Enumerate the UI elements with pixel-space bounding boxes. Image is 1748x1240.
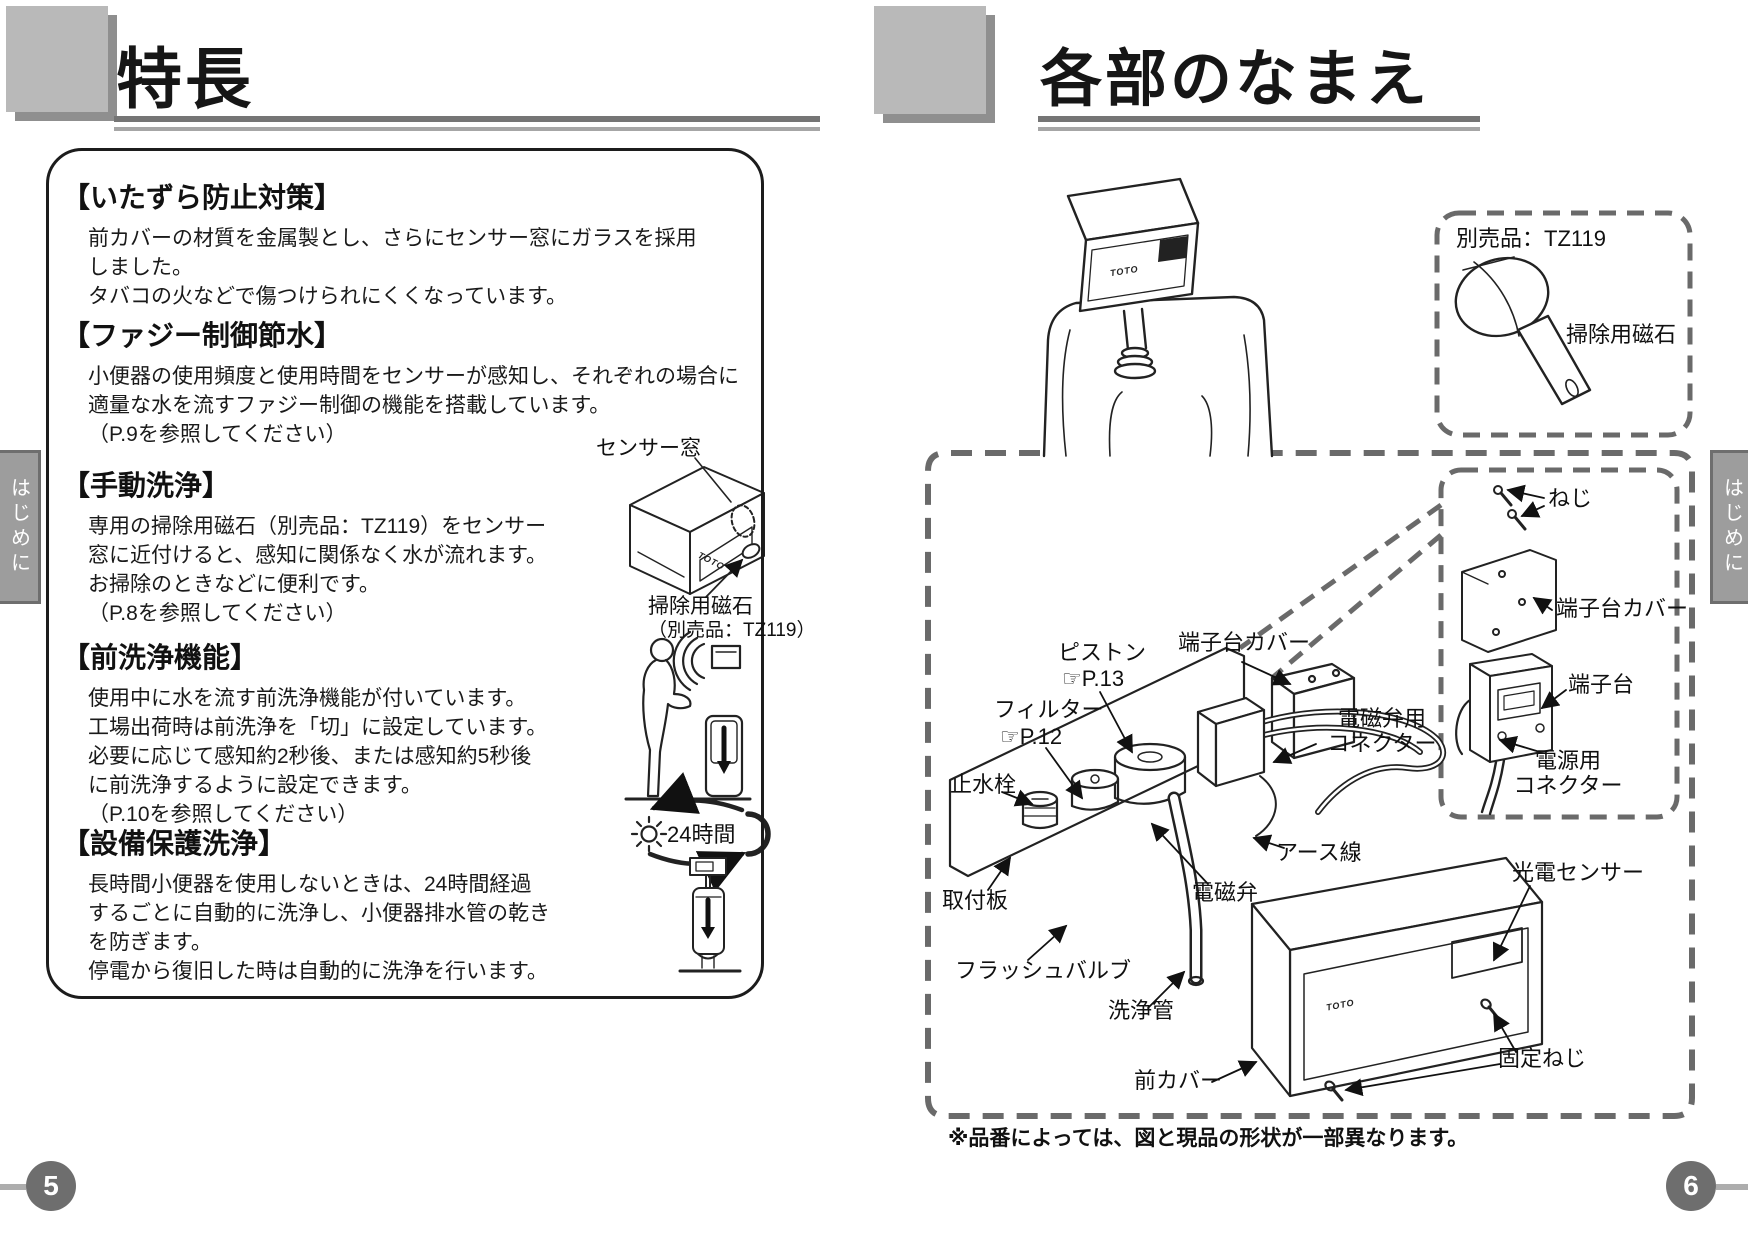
section-manual-flush: 【手動洗浄】 専用の掃除用磁石（別売品：TZ119）をセンサー 窓に近付けると、… <box>62 464 547 628</box>
section-fuzzy-control: 【ファジー制御節水】 小便器の使用頻度と使用時間をセンサーが感知し、それぞれの場… <box>62 314 739 449</box>
cycle-24h-label: 24時間 <box>667 822 736 847</box>
left-page-number-text: 5 <box>43 1170 59 1201</box>
right-title-underline <box>1038 116 1480 131</box>
section-heading: 【手動洗浄】 <box>62 470 231 501</box>
part-label-solenoid-connector: 電磁弁用 コネクター <box>1327 706 1437 756</box>
left-header-block <box>6 6 108 112</box>
cleaning-magnet-figure <box>1454 256 1592 406</box>
left-page-number-bar <box>0 1184 26 1190</box>
part-label-front-cover: 前カバー <box>1134 1068 1223 1093</box>
left-page-title: 特長 <box>116 41 254 118</box>
left-side-tab: はじめに <box>0 450 41 604</box>
section-line: お掃除のときなどに便利です。 <box>88 573 380 596</box>
part-label-filter: フィルター <box>994 697 1104 722</box>
part-label-flush-pipe: 洗浄管 <box>1108 998 1175 1023</box>
section-line: しました。 <box>88 256 193 279</box>
right-side-tab-label: はじめに <box>1720 477 1743 577</box>
section-line: （P.8を参照してください） <box>88 602 347 625</box>
section-line: するごとに自動的に洗浄し、小便器排水管の乾き <box>88 902 550 925</box>
section-line: タバコの火などで傷つけられにくくなっています。 <box>88 285 568 308</box>
section-line: 工場出荷時は前洗浄を「切」に設定しています。 <box>88 716 548 739</box>
flush-valve-assembly-figure <box>948 646 1544 1102</box>
person-at-urinal-figure <box>624 630 752 801</box>
section-heading: 【いたずら防止対策】 <box>62 182 343 213</box>
section-line: 適量な水を流すファジー制御の機能を搭載しています。 <box>88 394 611 417</box>
section-line: （P.9を参照してください） <box>88 423 347 446</box>
section-line: 窓に近付けると、感知に関係なく水が流れます。 <box>88 544 548 567</box>
section-heading: 【設備保護洗浄】 <box>62 828 287 859</box>
section-line: 専用の掃除用磁石（別売品：TZ119）をセンサー <box>88 515 547 538</box>
part-label-photo-sensor: 光電センサー <box>1512 860 1645 885</box>
overview-valve-urinal-figure <box>1042 177 1274 458</box>
cleaning-magnet-sub-label: （別売品：TZ119） <box>648 620 816 641</box>
part-label-earth-wire: アース線 <box>1276 840 1362 865</box>
section-protective-flush: 【設備保護洗浄】 長時間小便器を使用しないときは、24時間経過 するごとに自動的… <box>62 822 550 986</box>
section-line: 必要に応じて感知約2秒後、または感知約5秒後 <box>88 745 532 768</box>
section-line: 前カバーの材質を金属製とし、さらにセンサー窓にガラスを採用 <box>88 227 697 250</box>
footnote: ※品番によっては、図と現品の形状が一部異なります。 <box>948 1127 1469 1150</box>
right-page-number-text: 6 <box>1683 1170 1699 1201</box>
accessory-box-title: 別売品：TZ119 <box>1456 226 1606 251</box>
features-box <box>46 148 764 999</box>
cleaning-magnet-label: 掃除用磁石 <box>648 595 753 618</box>
section-line: を防ぎます。 <box>88 931 212 954</box>
section-heading: 【ファジー制御節水】 <box>62 320 343 351</box>
left-title-underline <box>114 116 820 131</box>
part-label-terminal-block: 端子台 <box>1568 672 1635 697</box>
section-line: 小便器の使用頻度と使用時間をセンサーが感知し、それぞれの場合に <box>88 365 739 388</box>
sensor-window-figure <box>629 457 765 598</box>
part-label-flush-valve: フラッシュバルブ <box>955 958 1132 983</box>
section-pre-flush: 【前洗浄機能】 使用中に水を流す前洗浄機能が付いています。 工場出荷時は前洗浄を… <box>62 636 547 829</box>
section-line: 長時間小便器を使用しないときは、24時間経過 <box>88 873 532 896</box>
part-ref-filter: ☞P.12 <box>1000 724 1063 749</box>
part-label-piston: ピストン <box>1058 640 1147 665</box>
section-tamper-prevention: 【いたずら防止対策】 前カバーの材質を金属製とし、さらにセンサー窓にガラスを採用… <box>62 176 697 311</box>
label-leader-arrows <box>987 484 1567 1097</box>
right-page-title: 各部のなまえ <box>1040 42 1431 115</box>
right-side-tab: はじめに <box>1710 450 1748 604</box>
part-label-mounting-plate: 取付板 <box>942 888 1009 913</box>
part-ref-piston: ☞P.13 <box>1062 666 1125 691</box>
right-header-block <box>874 6 986 114</box>
accessory-magnet-label: 掃除用磁石 <box>1566 322 1677 347</box>
part-label-solenoid-valve: 電磁弁 <box>1192 880 1259 905</box>
part-label-power-connector: 電源用 コネクター <box>1513 748 1623 798</box>
right-page-number-bar <box>1716 1184 1748 1190</box>
section-line: に前洗浄するように設定できます。 <box>88 774 422 797</box>
sensor-window-label: センサー窓 <box>596 437 701 460</box>
section-line: （P.10を参照してください） <box>88 803 359 826</box>
left-side-tab-label: はじめに <box>7 477 30 577</box>
left-page-number: 5 <box>26 1161 76 1211</box>
part-label-screw: ねじ <box>1548 486 1593 511</box>
section-line: 使用中に水を流す前洗浄機能が付いています。 <box>88 687 527 710</box>
terminal-detail-figure <box>1455 485 1557 816</box>
part-label-stop-valve: 止水栓 <box>950 772 1017 797</box>
part-label-terminal-cover: 端子台カバー <box>1178 630 1311 655</box>
part-label-fixing-screw: 固定ねじ <box>1498 1046 1587 1071</box>
part-label-terminal-cover-detail: 端子台カバー <box>1556 596 1689 621</box>
section-heading: 【前洗浄機能】 <box>62 642 259 673</box>
right-page-number: 6 <box>1666 1161 1716 1211</box>
section-line: 停電から復旧した時は自動的に洗浄を行います。 <box>88 960 548 983</box>
